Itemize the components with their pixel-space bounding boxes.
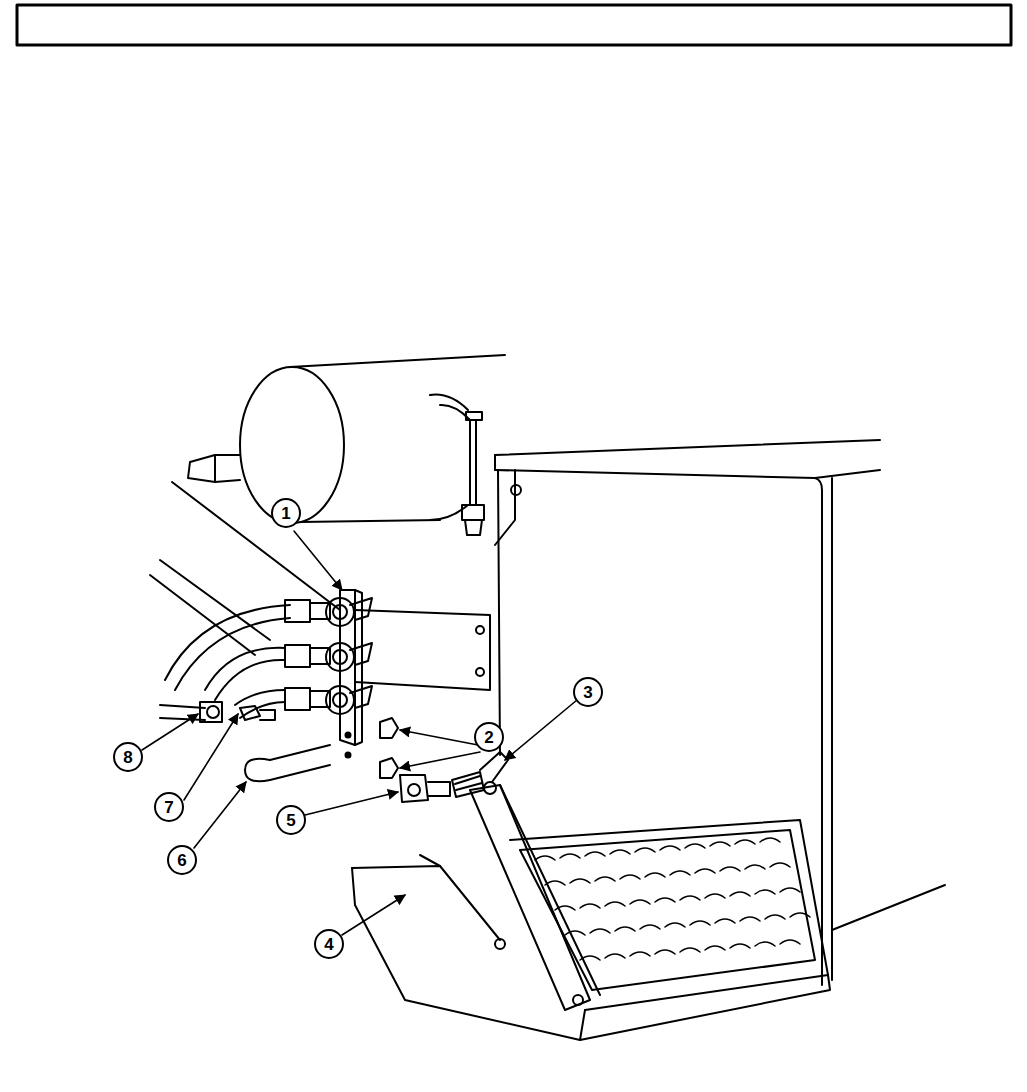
callout-number: 3 [573, 677, 603, 707]
callout-number: 2 [474, 722, 504, 752]
callout-number: 6 [167, 845, 197, 875]
callout-number: 4 [314, 929, 344, 959]
callout-number: 8 [113, 742, 143, 772]
callout-number: 1 [271, 498, 301, 528]
callout-number: 7 [154, 792, 184, 822]
callout-number: 5 [276, 805, 306, 835]
